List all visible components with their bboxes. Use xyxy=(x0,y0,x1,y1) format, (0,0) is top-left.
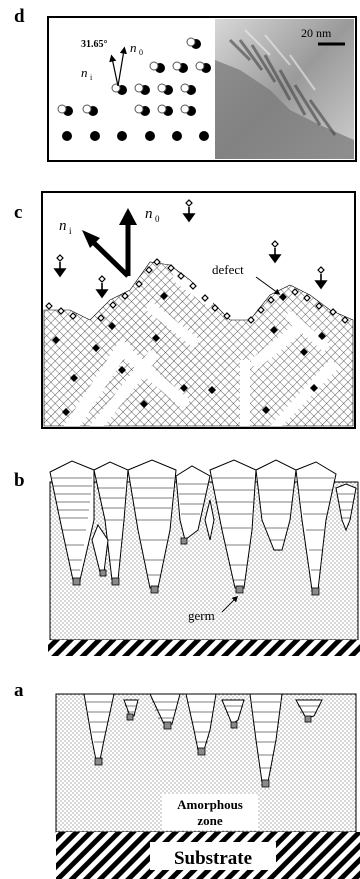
crystallite-cones xyxy=(49,459,357,591)
defect-markers xyxy=(52,292,326,416)
panel-b-label: b xyxy=(14,470,25,491)
atom-lattice xyxy=(57,37,211,141)
vector-ni-sub-c: i xyxy=(69,226,72,236)
surface-atoms xyxy=(45,199,349,324)
scale-bar-label: 20 nm xyxy=(301,26,332,40)
germ-pointer xyxy=(221,595,239,613)
vector-n0-label-c: n xyxy=(145,206,153,222)
substrate-b xyxy=(48,640,360,656)
panel-a-label: a xyxy=(14,680,24,701)
panel-c: n i n 0 defect xyxy=(41,191,356,429)
vector-n0-label: n xyxy=(130,40,137,55)
amorphous-label-2: zone xyxy=(197,813,223,828)
panel-c-label: c xyxy=(14,202,23,223)
defect-label: defect xyxy=(212,262,244,277)
cone-layers-a xyxy=(86,701,320,769)
vector-ni-arrow xyxy=(109,54,119,87)
cone-layers xyxy=(52,477,354,581)
vector-n0-arrow xyxy=(117,46,127,87)
germs-a xyxy=(94,713,312,788)
amorphous-label-1: Amorphous xyxy=(177,797,243,812)
panel-a: Amorphous zone Substrate xyxy=(55,693,360,879)
angle-label: 31.65° xyxy=(81,39,108,50)
vector-ni-sub: i xyxy=(90,73,93,82)
defect-pointer xyxy=(255,276,281,295)
vector-ni-label-c: n xyxy=(59,218,67,234)
panel-b: germ xyxy=(48,459,360,656)
panel-d: 20 nm 31.65° n 0 n i xyxy=(47,16,357,162)
grain-boundaries xyxy=(64,270,340,426)
vector-n0-sub: 0 xyxy=(139,48,143,57)
panel-d-label: d xyxy=(14,6,25,27)
vector-ni xyxy=(82,230,130,278)
germ-label: germ xyxy=(188,608,215,623)
vector-n0 xyxy=(119,208,137,276)
vector-n0-sub-c: 0 xyxy=(155,214,160,224)
germs-b xyxy=(72,537,320,596)
substrate-label: Substrate xyxy=(174,848,252,869)
substrate-label-bg xyxy=(150,842,276,870)
vector-ni-label: n xyxy=(81,65,88,80)
crystal-region xyxy=(43,261,354,427)
tem-micrograph xyxy=(215,19,354,159)
amorphous-label-bg xyxy=(162,794,258,830)
incoming-arrows xyxy=(53,207,328,299)
